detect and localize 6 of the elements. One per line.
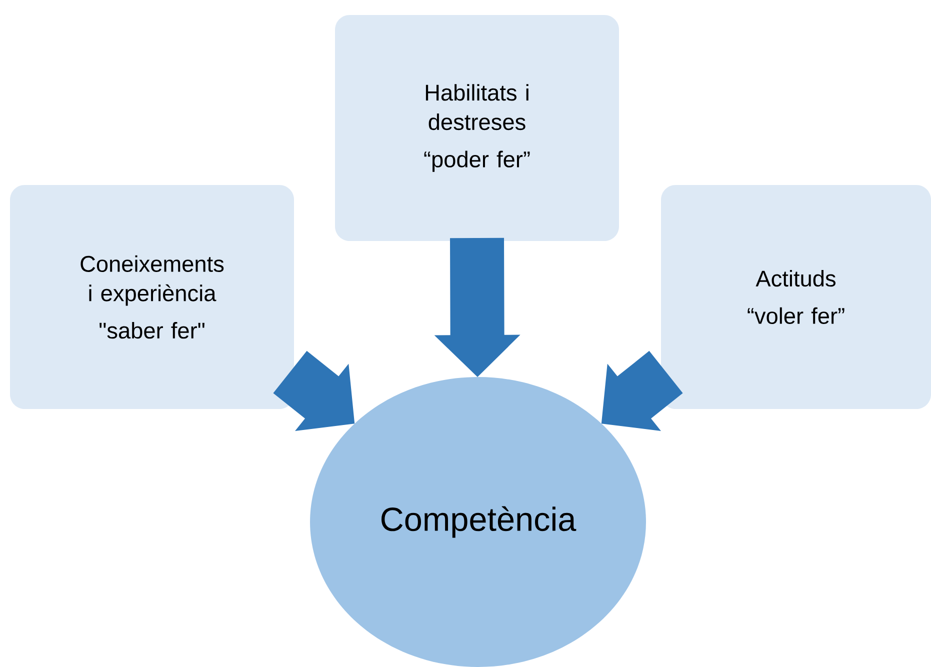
text-box: Actituds “voler fer”	[661, 185, 931, 409]
text-box: Habilitats i destreses “poder fer”	[335, 15, 619, 241]
arrow	[601, 350, 683, 431]
arrow	[434, 238, 520, 377]
arrow	[273, 350, 355, 431]
text-box: Coneixements i experiència "saber fer"	[10, 185, 294, 409]
